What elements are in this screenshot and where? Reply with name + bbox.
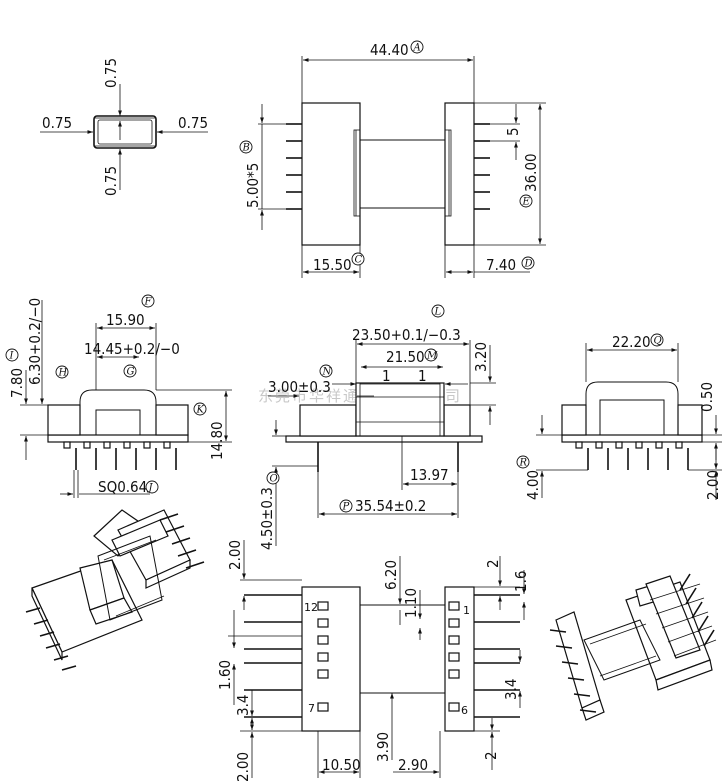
bottom-2-low: 2 [482,751,500,760]
tag-G: G [127,367,135,378]
top-flange-dim: 7.40 [486,256,516,274]
front-view: 23.50+0.1/−0.3 L 21.50 M 1 1 3.20 3.00±0… [258,304,496,550]
top-pitch-single: 5 [504,127,522,136]
wire-section: 0.75 0.75 0.75 0.75 [40,58,208,196]
tag-E: E [522,197,531,208]
tag-P: P [342,502,350,513]
wire-bottom-dim: 0.75 [102,166,120,196]
front-slot-right: 1 [418,367,427,385]
bottom-low-dim: 2.00 [234,752,252,782]
isometric-view-left [25,509,205,671]
pin-label-7: 7 [308,702,315,715]
side-pin-sq: SQ0.64 [98,478,147,496]
tag-C: C [355,255,363,266]
tag-D: D [524,259,533,270]
side-view-right: 22.20 Q 4.00 R 0.50 2.00 [516,333,722,500]
pin-label-1: 1 [463,604,470,617]
side-view-left: 15.90 F 14.45+0.2/−0 G 7.80 I 6.30+0.2/−… [5,294,232,498]
side-g-dim: 14.45+0.2/−0 [84,340,180,358]
bottom-top-dim: 2.00 [226,540,244,570]
tag-N: N [322,367,333,378]
side-f-dim: 15.90 [106,311,145,329]
tag-Q: Q [654,336,662,347]
wire-left-dim: 0.75 [42,114,72,132]
bottom-34-left: 3.4 [234,695,252,716]
tag-M: M [426,351,438,362]
bottom-160-dim: 1.60 [216,660,234,690]
top-core-offset: 15.50 [313,256,352,274]
isometric-view-right [549,573,717,721]
bottom-390-dim: 3.90 [374,732,392,762]
front-slot-left: 1 [382,367,391,385]
front-o-dim: 4.50±0.3 [258,487,276,550]
tag-K: K [196,405,205,416]
pin-label-12: 12 [304,601,318,614]
top-pitch-dim: 5.00*5 [244,163,262,208]
right-q-dim: 22.20 [612,333,651,351]
bottom-290-dim: 2.90 [398,756,428,774]
tag-L: L [434,307,442,318]
bottom-2-dim: 2 [484,559,502,568]
tag-F: F [144,297,153,308]
top-view: 44.40 A 5.00*5 B 5 36.00 E 15.50 C [239,40,546,278]
front-n-dim: 3.00±0.3 [268,378,331,396]
tag-A: A [413,43,421,54]
bottom-16-dim: 1.6 [512,571,530,592]
front-m-dim: 21.50 [386,348,425,366]
bottom-34-right: 3.4 [502,679,520,700]
bottom-110-dim: 1.10 [402,588,420,618]
tag-I: I [9,351,15,362]
front-p-dim: 35.54±0.2 [355,497,426,515]
side-k-dim: 14.80 [208,421,226,460]
right-gap-dim: 0.50 [698,382,716,412]
tag-H: H [58,368,68,379]
side-h-dim: 6.30+0.2/−0 [26,298,44,385]
wire-top-dim: 0.75 [102,58,120,88]
front-inner-span: 13.97 [410,466,449,484]
front-top-gap: 3.20 [472,342,490,372]
bottom-view: 12 1 7 6 2.00 6.20 2 1.6 1.10 1.60 3.4 [216,540,530,782]
wire-right-dim: 0.75 [178,114,208,132]
right-r-dim: 4.00 [524,470,542,500]
top-height-dim: 36.00 [522,153,540,192]
tag-O: O [270,474,278,485]
pin-label-6: 6 [461,704,468,717]
top-width-dim: 44.40 [370,41,409,59]
bottom-1050-dim: 10.50 [322,756,361,774]
tag-J: J [147,483,154,494]
right-pin-dim: 2.00 [704,470,722,500]
tag-R: R [519,458,528,469]
side-i-dim: 7.80 [8,368,26,398]
tag-B: B [242,143,250,154]
bottom-620-dim: 6.20 [382,560,400,590]
front-l-dim: 23.50+0.1/−0.3 [352,326,461,344]
